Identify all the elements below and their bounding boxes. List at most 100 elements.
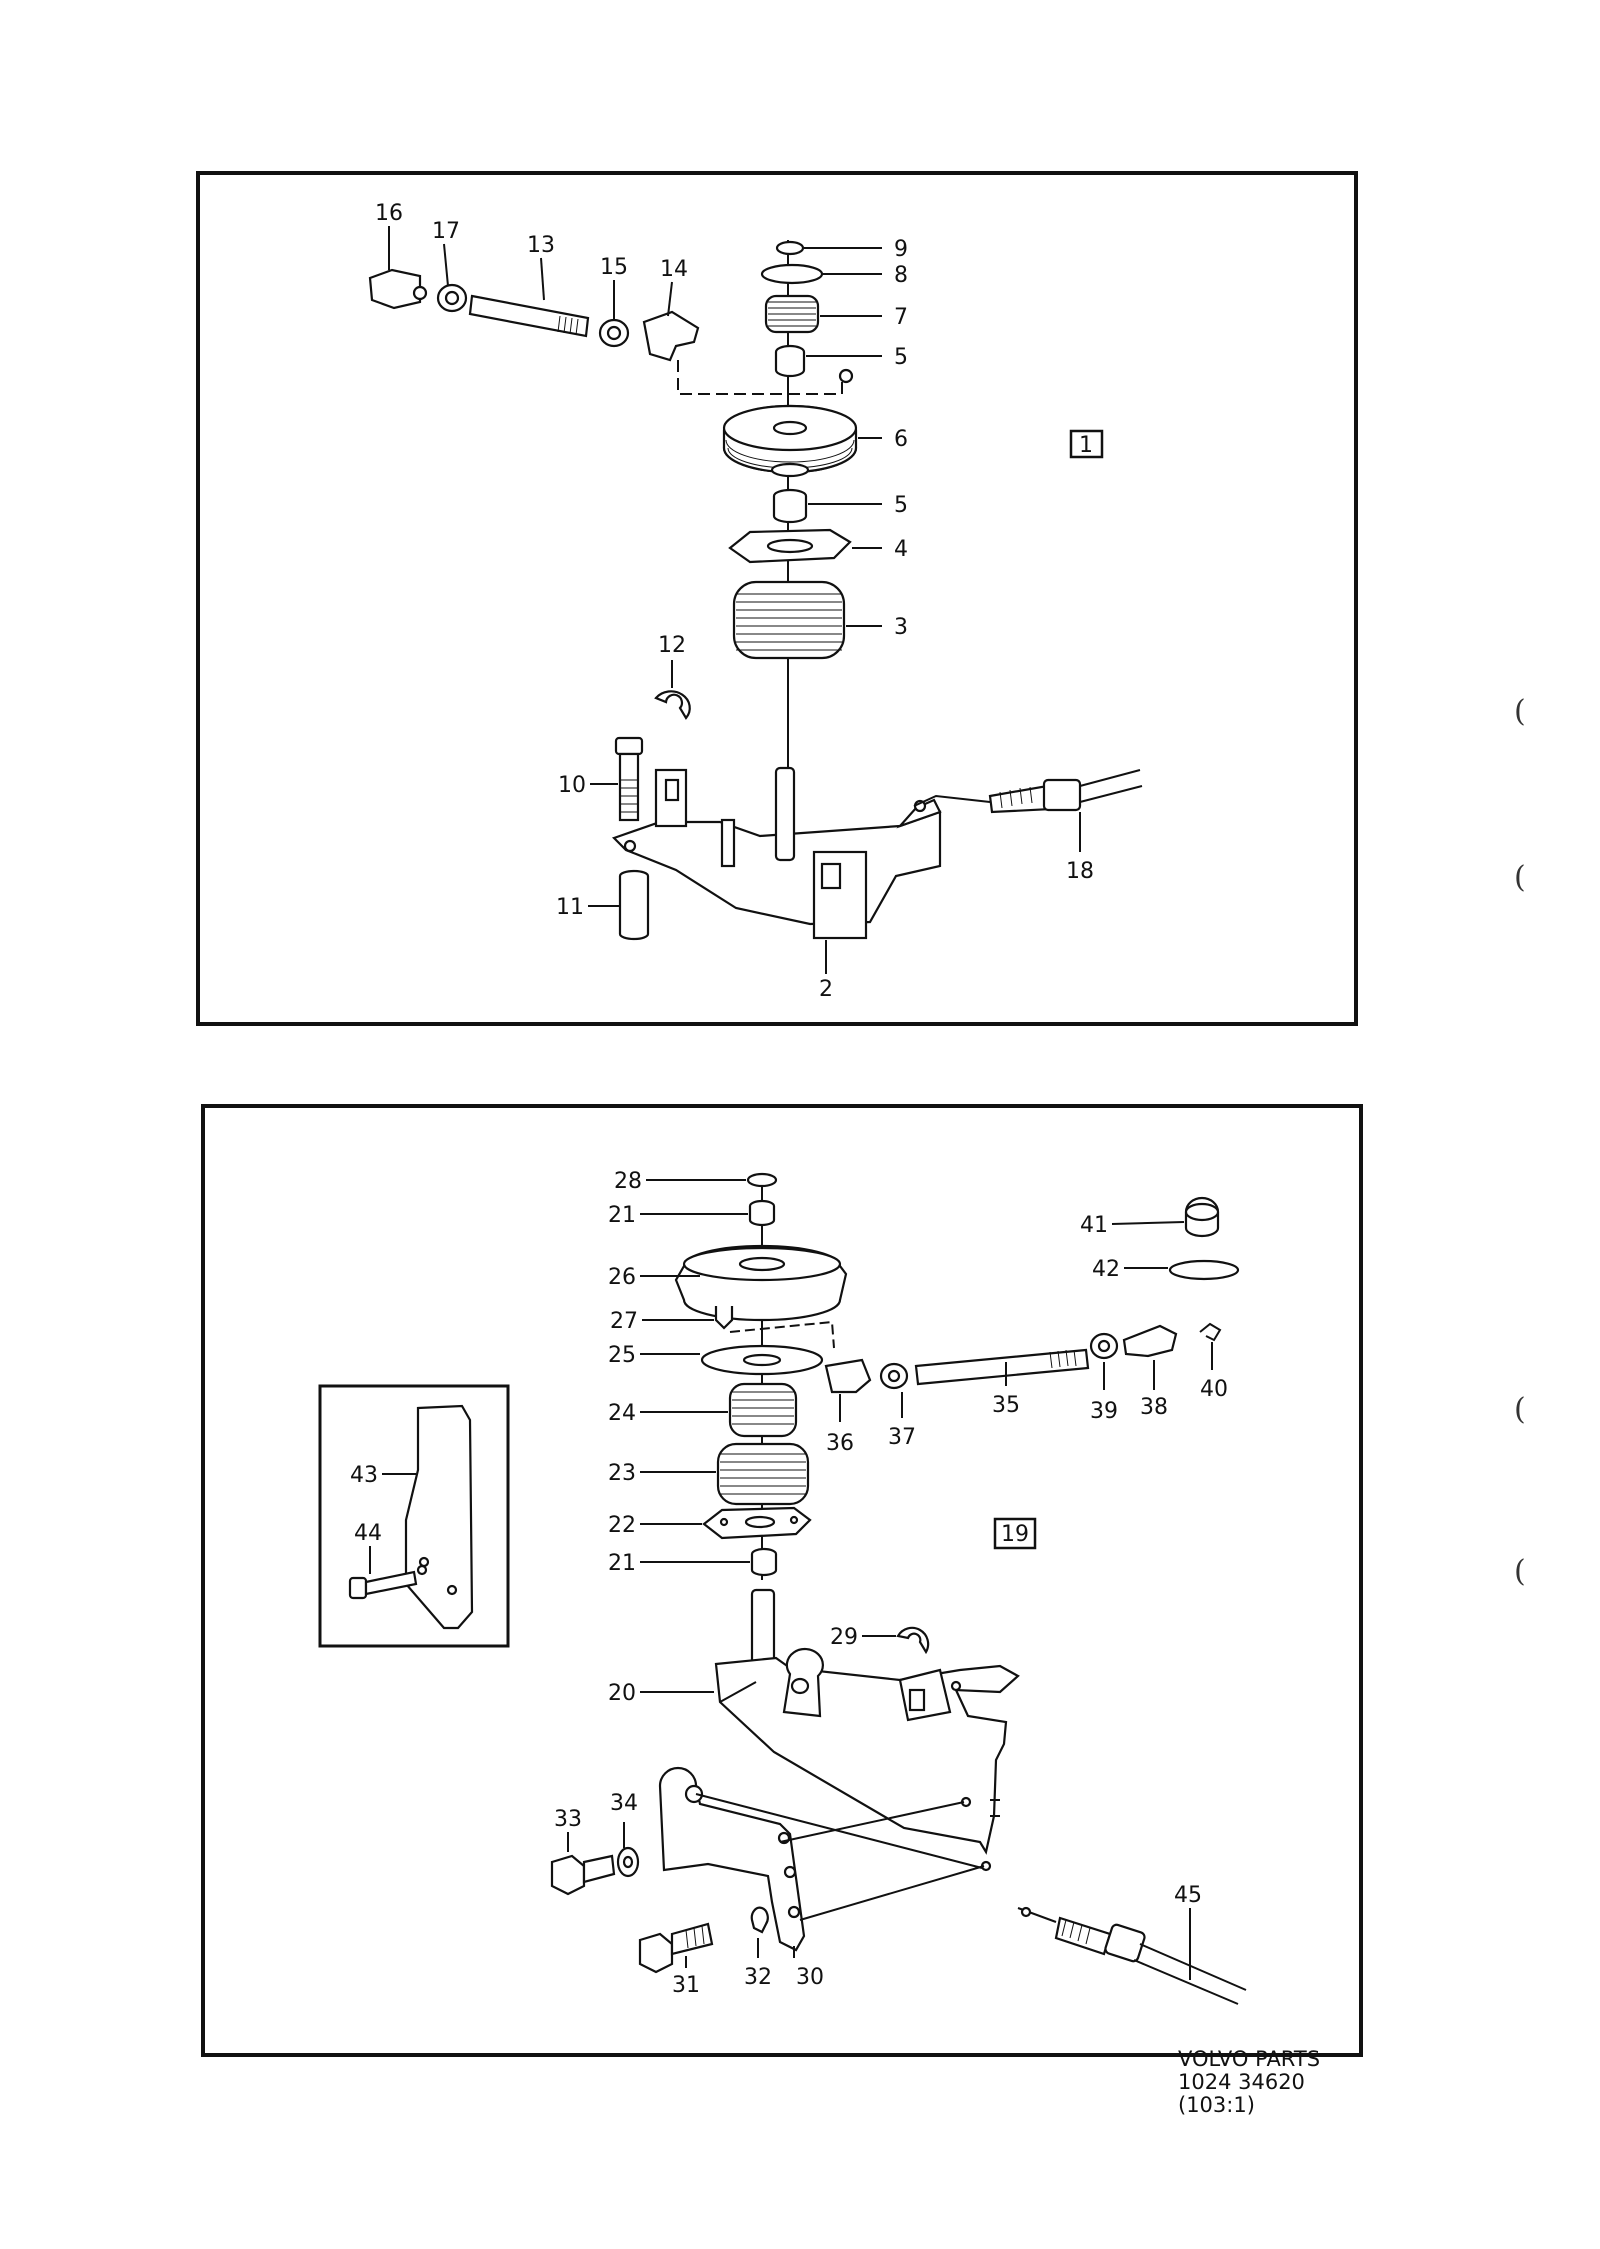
lower-spring-stack: [674, 1172, 848, 1670]
part-4-plate: [728, 528, 852, 564]
part-45-cable: [1017, 1906, 1247, 2005]
part-7-spring: [764, 294, 820, 334]
upper-group-badge-label: 1: [1079, 433, 1093, 458]
callout-15: 15: [600, 255, 628, 280]
lower-frame: [201, 1104, 1363, 2057]
part-43-bracket: [404, 1404, 474, 1630]
part-23-spring: [716, 1442, 810, 1506]
part-32-washer: [750, 1906, 769, 1934]
callout-44: 44: [354, 1521, 382, 1546]
callout-31: 31: [672, 1973, 700, 1998]
part-10-bolt: [614, 736, 644, 822]
part-41-cap: [1184, 1196, 1220, 1238]
lower-diagram: 19 43 44: [201, 1104, 1363, 2057]
part-30-bracket: [658, 1766, 985, 1952]
lower-pivot-shaft: [750, 1588, 776, 1670]
lower-group-badge-label: 19: [1001, 1522, 1029, 1547]
lower-group-badge: [993, 1517, 1037, 1550]
callout-27: 27: [610, 1309, 638, 1334]
footer-part-number: 1024 34620: [1178, 2070, 1305, 2094]
callout-17: 17: [432, 219, 460, 244]
part-20-bracket: [714, 1647, 1020, 1872]
callout-2: 2: [819, 977, 833, 1002]
callout-30: 30: [796, 1965, 824, 1990]
callout-45: 45: [1174, 1883, 1202, 1908]
callout-41: 41: [1080, 1213, 1108, 1238]
part-11-spacer: [618, 869, 650, 941]
callout-21-upper: 21: [608, 1203, 636, 1228]
part-42-washer: [1168, 1259, 1240, 1281]
upper-spring-stack: [722, 240, 858, 660]
callout-24: 24: [608, 1401, 636, 1426]
part-21-bushing-lower: [750, 1547, 778, 1577]
callout-26: 26: [608, 1265, 636, 1290]
part-38-ball-joint: [1122, 1324, 1178, 1358]
callout-40: 40: [1200, 1377, 1228, 1402]
callout-29: 29: [830, 1625, 858, 1650]
part-6-pulley: [722, 404, 858, 478]
upper-group-badge: [1069, 429, 1104, 459]
footer-brand: VOLVO PARTS: [1178, 2047, 1321, 2071]
part-14-ball-joint: [642, 310, 700, 362]
part-36-ball-socket: [824, 1358, 872, 1394]
callout-12: 12: [658, 633, 686, 658]
callout-21-lower: 21: [608, 1551, 636, 1576]
callout-8: 8: [894, 263, 908, 288]
margin-mark: (: [1514, 694, 1526, 729]
part-28-circlip: [746, 1172, 778, 1188]
callout-16: 16: [375, 201, 403, 226]
callout-43: 43: [350, 1463, 378, 1488]
upper-linkage-rod: [368, 268, 854, 395]
callout-35: 35: [992, 1393, 1020, 1418]
margin-mark: (: [1514, 860, 1526, 895]
part-44-screw: [348, 1564, 428, 1600]
callout-38: 38: [1140, 1395, 1168, 1420]
callout-10: 10: [558, 773, 586, 798]
upper-pivot-shaft: [774, 766, 796, 862]
lower-linkage-rod: [824, 1322, 1222, 1394]
part-5-bushing-lower: [772, 488, 808, 524]
part-18-cable: [913, 769, 1143, 814]
callout-3: 3: [894, 615, 908, 640]
part-33-bolt: [550, 1854, 616, 1896]
callout-39: 39: [1090, 1399, 1118, 1424]
part-26-plate: [674, 1244, 848, 1330]
callout-7: 7: [894, 305, 908, 330]
callout-5-lower: 5: [894, 493, 908, 518]
part-5-bushing-upper: [774, 344, 806, 378]
callout-13: 13: [527, 233, 555, 258]
callout-22: 22: [608, 1513, 636, 1538]
upper-diagram: 1: [196, 171, 1358, 1026]
callout-20: 20: [608, 1681, 636, 1706]
part-8-washer: [760, 263, 824, 285]
part-29-clip: [896, 1626, 930, 1655]
callout-11: 11: [556, 895, 584, 920]
callout-34: 34: [610, 1791, 638, 1816]
callout-42: 42: [1092, 1257, 1120, 1282]
part-40-clip: [1199, 1322, 1222, 1342]
margin-mark: (: [1514, 1392, 1526, 1427]
part-22-plate: [702, 1506, 812, 1540]
callout-32: 32: [744, 1965, 772, 1990]
part-35-threaded-rod: [914, 1348, 1090, 1386]
callout-28: 28: [614, 1169, 642, 1194]
callout-18: 18: [1066, 859, 1094, 884]
part-31-bolt: [638, 1922, 714, 1974]
part-9-circlip: [775, 240, 805, 256]
margin-mark: (: [1514, 1554, 1526, 1589]
callout-4: 4: [894, 537, 908, 562]
footer-code: (103:1): [1178, 2093, 1255, 2117]
inset-box: 43 44: [318, 1384, 510, 1648]
part-21-bushing-upper: [748, 1199, 776, 1227]
part-24-spring: [728, 1382, 798, 1438]
part-2-bracket: [611, 766, 942, 940]
callout-37: 37: [888, 1425, 916, 1450]
callout-14: 14: [660, 257, 688, 282]
callout-6: 6: [894, 427, 908, 452]
part-25-plate: [700, 1344, 824, 1376]
footer-reference: VOLVO PARTS 1024 34620 (103:1): [1178, 2048, 1320, 2117]
part-3-coil-spring: [732, 580, 846, 660]
callout-23: 23: [608, 1461, 636, 1486]
part-12-clip: [654, 690, 691, 720]
